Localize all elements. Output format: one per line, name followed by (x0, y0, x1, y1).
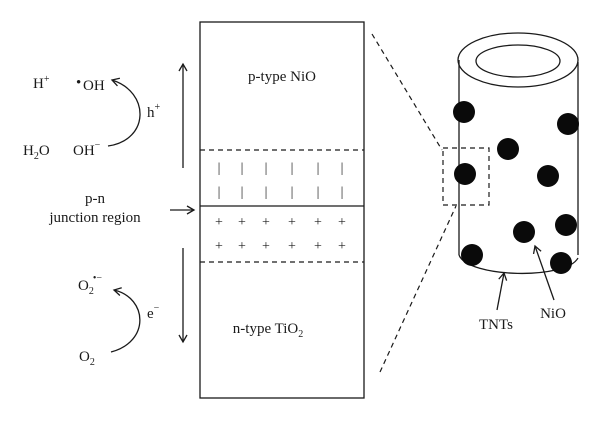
nio-particle (513, 221, 535, 243)
depletion-p-symbol: | (218, 161, 221, 176)
depletion-p-symbol: | (265, 185, 268, 200)
h-plus-label: H+ (33, 74, 50, 92)
tio2-nanotube: TNTs NiO (442, 32, 579, 333)
nio-particle (497, 138, 519, 160)
depletion-p-symbol: | (265, 161, 268, 176)
pn-junction-callout: p-n junction region (48, 191, 196, 226)
electron-reaction-arrow (110, 287, 141, 353)
nio-particle (454, 163, 476, 185)
depletion-p-symbol: | (317, 185, 320, 200)
superoxide-label: O2•− (78, 273, 102, 297)
depletion-p-symbol: | (291, 185, 294, 200)
depletion-n-symbol: + (238, 239, 246, 254)
depletion-n-symbol: + (215, 215, 223, 230)
nio-particle (461, 244, 483, 266)
depletion-n-symbol: + (238, 215, 246, 230)
depletion-p-symbol: | (218, 185, 221, 200)
oh-radical-dot: • (76, 75, 81, 91)
junction-block-outline (199, 21, 365, 399)
depletion-p-symbol: | (341, 161, 344, 176)
n-type-label: n-type TiO2 (233, 321, 303, 340)
hole-label: h+ (147, 102, 161, 121)
zoom-line-bottom (379, 205, 457, 373)
nio-particle (557, 113, 579, 135)
depletion-n-symbol: + (338, 215, 346, 230)
depletion-p-symbol: | (317, 161, 320, 176)
electron-reaction: O2•− e− O2 (78, 273, 160, 368)
tnts-label: TNTs (479, 317, 513, 333)
nio-particle (550, 252, 572, 274)
depletion-n-symbol: + (288, 239, 296, 254)
nio-particle (453, 101, 475, 123)
hole-reaction: H+ • OH h+ H2O OH− (23, 74, 161, 162)
depletion-p-symbol: | (241, 161, 244, 176)
depletion-region-n-side: + + + + + + + + + + + + (215, 215, 346, 254)
zoom-box (442, 147, 490, 206)
oh-minus-label: OH− (73, 140, 101, 159)
depletion-n-symbol: + (288, 215, 296, 230)
depletion-n-symbol: + (338, 239, 346, 254)
nio-pointer-arrow (532, 244, 555, 301)
oh-radical-label: OH (83, 78, 105, 94)
nio-particles (453, 101, 579, 274)
h2o-label: H2O (23, 143, 50, 162)
pn-label-line2: junction region (48, 210, 141, 226)
depletion-n-symbol: + (262, 215, 270, 230)
nio-particle (537, 165, 559, 187)
o2-label: O2 (79, 349, 95, 368)
pn-label-line1: p-n (85, 191, 105, 207)
junction-block: p-type NiO n-type TiO2 |||||||||||| ++++… (199, 21, 365, 399)
depletion-n-symbol: + (314, 215, 322, 230)
depletion-p-symbol: | (291, 161, 294, 176)
depletion-p-symbol: | (341, 185, 344, 200)
nanotube-outer-rim (457, 32, 579, 88)
zoom-line-top (371, 33, 443, 151)
p-type-label: p-type NiO (248, 69, 316, 85)
depletion-n-symbol: + (314, 239, 322, 254)
electron-label: e− (147, 303, 160, 322)
depletion-n-symbol: + (262, 239, 270, 254)
depletion-n-symbol: + (215, 239, 223, 254)
nanotube-inner-rim (475, 44, 561, 78)
nio-label: NiO (540, 306, 566, 322)
depletion-region-p-side: | | | | | | | | | | | | (218, 161, 344, 200)
nio-particle (555, 214, 577, 236)
tnts-pointer-arrow (496, 271, 508, 311)
hole-reaction-arrow (107, 77, 141, 147)
depletion-p-symbol: | (241, 185, 244, 200)
